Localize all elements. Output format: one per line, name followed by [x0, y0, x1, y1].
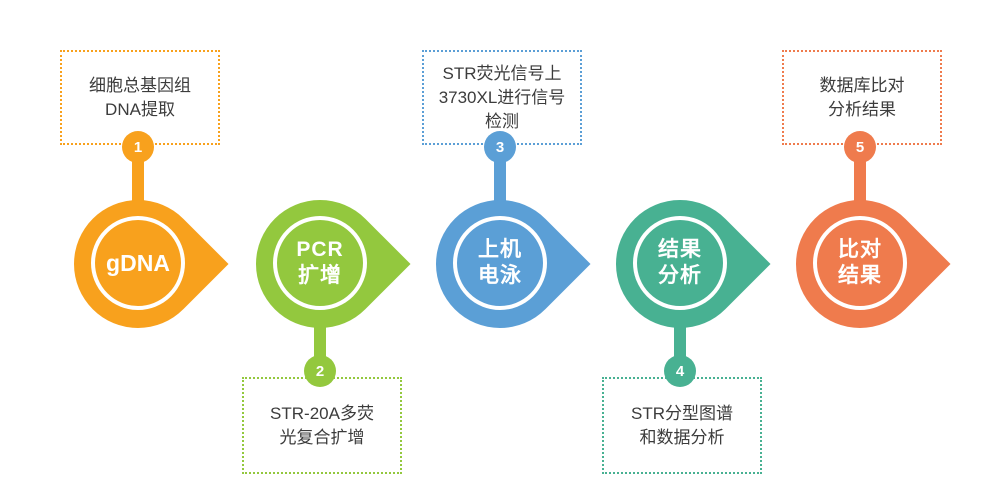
pin-title: 结果 分析	[658, 238, 702, 287]
note-text: STR荧光信号上 3730XL进行信号 检测	[438, 63, 566, 131]
pin-label-ring: PCR 扩增	[273, 216, 367, 310]
note-box: 数据库比对 分析结果	[782, 50, 942, 145]
pin-label-ring: gDNA	[91, 216, 185, 310]
note-box: STR-20A多荧 光复合扩增	[242, 377, 402, 474]
pin-label-ring: 结果 分析	[633, 216, 727, 310]
process-step-5: 数据库比对 分析结果 5 比对 结果	[769, 0, 951, 504]
note-box: 细胞总基因组 DNA提取	[60, 50, 220, 145]
note-box: STR分型图谱 和数据分析	[602, 377, 762, 474]
note-text: 数据库比对 分析结果	[819, 75, 905, 119]
step-number-badge: 2	[304, 355, 336, 387]
pin-title: 比对 结果	[838, 238, 882, 287]
pin-title: gDNA	[106, 250, 170, 276]
pin-title: PCR 扩增	[296, 238, 344, 287]
process-step-2: STR-20A多荧 光复合扩增 2 PCR 扩增	[229, 0, 411, 504]
note-text: STR分型图谱 和数据分析	[631, 403, 733, 447]
note-box: STR荧光信号上 3730XL进行信号 检测	[422, 50, 582, 145]
note-text: 细胞总基因组 DNA提取	[89, 75, 191, 119]
pin-label-ring: 上机 电泳	[453, 216, 547, 310]
step-number-badge: 5	[844, 131, 876, 163]
step-number-badge: 4	[664, 355, 696, 387]
process-step-1: 细胞总基因组 DNA提取 1 gDNA	[47, 0, 229, 504]
pin-title: 上机 电泳	[478, 238, 522, 287]
step-number-badge: 1	[122, 131, 154, 163]
pin-label-ring: 比对 结果	[813, 216, 907, 310]
process-step-4: STR分型图谱 和数据分析 4 结果 分析	[589, 0, 771, 504]
step-number-badge: 3	[484, 131, 516, 163]
note-text: STR-20A多荧 光复合扩增	[270, 403, 374, 447]
process-step-3: STR荧光信号上 3730XL进行信号 检测 3 上机 电泳	[409, 0, 591, 504]
